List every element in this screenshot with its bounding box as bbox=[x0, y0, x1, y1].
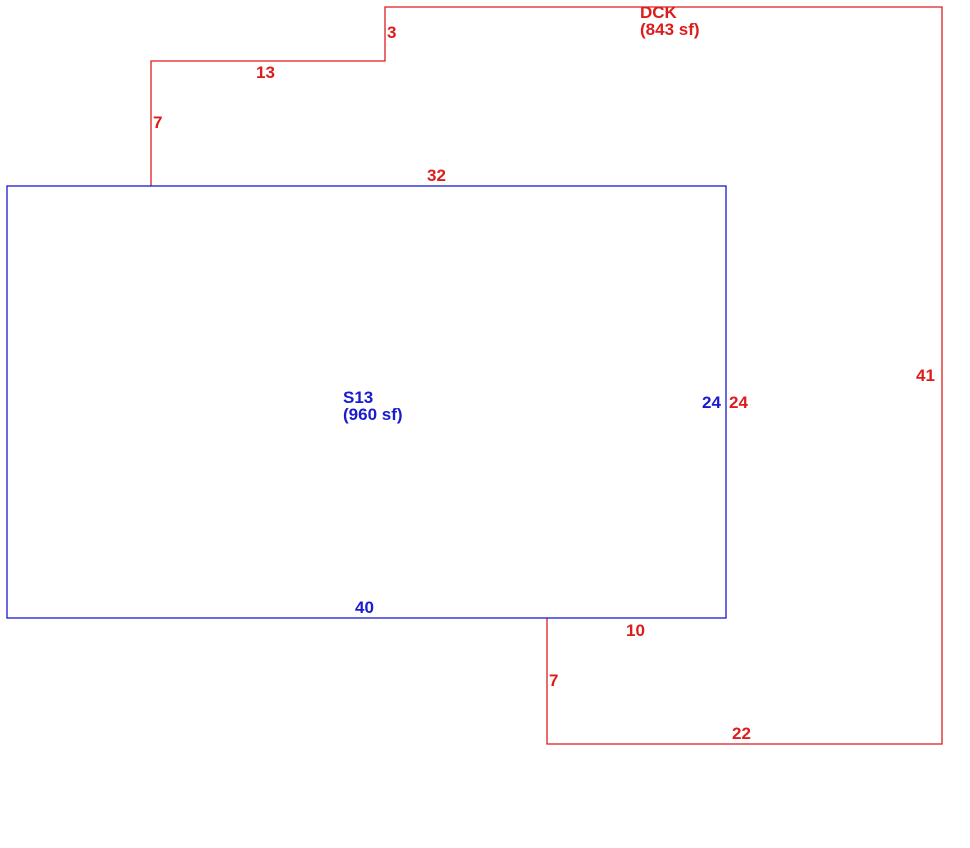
deck-dim-left-side: 7 bbox=[153, 113, 162, 132]
deck-dim-left-top: 13 bbox=[256, 63, 275, 82]
structure-dim-right: 24 bbox=[702, 393, 721, 412]
deck-dim-inner-bottom: 10 bbox=[626, 621, 645, 640]
deck-dim-inner-top: 32 bbox=[427, 166, 446, 185]
deck-area: (843 sf) bbox=[640, 20, 700, 39]
deck-dim-bottom: 22 bbox=[732, 724, 751, 743]
deck-name: DCK bbox=[640, 3, 678, 22]
structure-outline bbox=[6, 185, 727, 619]
deck-outline bbox=[150, 6, 943, 745]
deck-dim-bottom-left: 7 bbox=[549, 671, 558, 690]
structure-dim-bottom: 40 bbox=[355, 598, 374, 617]
deck-dim-right-side: 41 bbox=[916, 366, 935, 385]
deck-dim-top-step: 3 bbox=[387, 23, 396, 42]
deck-dim-inner-right: 24 bbox=[729, 393, 748, 412]
structure-name: S13 bbox=[343, 388, 373, 407]
structure-area: (960 sf) bbox=[343, 405, 403, 424]
